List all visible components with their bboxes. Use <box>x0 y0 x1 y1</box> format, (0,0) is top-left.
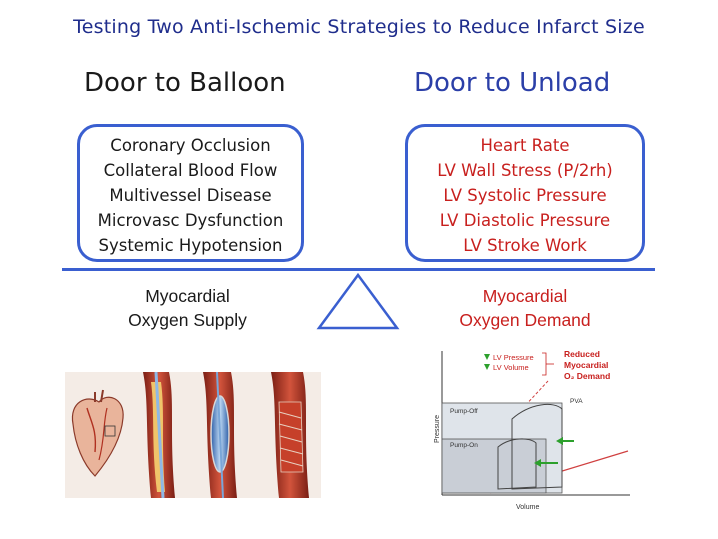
pv-x-axis-label: Volume <box>516 504 539 511</box>
artery-stent-stage <box>271 372 309 498</box>
pump-on-pva-area <box>441 438 547 494</box>
green-arrow-head-icon <box>556 437 563 445</box>
door-to-balloon-heading: Door to Balloon <box>84 68 286 98</box>
artery-balloon-stage <box>203 372 237 498</box>
supply-factors-box: Coronary Occlusion Collateral Blood Flow… <box>77 124 304 262</box>
supply-factor-item: Coronary Occlusion <box>110 136 271 155</box>
supply-label-line1: Myocardial <box>145 286 230 306</box>
legend-lv-pressure: LV Pressure <box>493 353 534 362</box>
artery-guidewire-stage <box>143 372 175 498</box>
oxygen-demand-label: Myocardial Oxygen Demand <box>430 284 620 332</box>
pressure-volume-loop-diagram: LV Pressure LV Volume Reduced Myocardial… <box>430 343 640 513</box>
supply-factor-item: Collateral Blood Flow <box>103 161 278 180</box>
supply-factor-item: Systemic Hypotension <box>98 236 283 255</box>
pva-label: PVA <box>570 398 583 405</box>
demand-factor-item: Heart Rate <box>480 136 570 155</box>
fulcrum-triangle <box>316 272 400 330</box>
reduced-label-line3: O₂ Demand <box>564 371 610 381</box>
demand-factors-box: Heart Rate LV Wall Stress (P/2rh) LV Sys… <box>405 124 645 262</box>
pump-on-label: Pump-On <box>450 442 478 449</box>
pv-loop-pump-off <box>511 403 563 490</box>
heart-icon <box>71 389 124 477</box>
door-to-unload-heading: Door to Unload <box>414 68 611 98</box>
demand-factor-item: LV Wall Stress (P/2rh) <box>437 161 613 180</box>
reduced-label-line1: Reduced <box>564 349 600 359</box>
supply-factor-item: Multivessel Disease <box>109 186 272 205</box>
demand-factor-item: LV Stroke Work <box>463 236 587 255</box>
page-title: Testing Two Anti-Ischemic Strategies to … <box>73 16 645 38</box>
down-arrow-icon <box>484 354 490 360</box>
balance-beam <box>62 268 655 271</box>
oxygen-supply-label: Myocardial Oxygen Supply <box>100 284 275 332</box>
demand-factor-item: LV Diastolic Pressure <box>439 211 611 230</box>
green-arrow-head-icon <box>534 459 541 467</box>
pv-y-axis-label: Pressure <box>434 415 441 443</box>
down-arrow-icon <box>484 364 490 370</box>
supply-factor-item: Microvasc Dysfunction <box>97 211 284 230</box>
demand-factor-item: LV Systolic Pressure <box>443 186 607 205</box>
pv-loop-pump-on <box>497 438 537 490</box>
angioplasty-illustration <box>65 372 321 498</box>
supply-label-line2: Oxygen Supply <box>128 310 247 330</box>
reduced-label-line2: Myocardial <box>564 360 608 370</box>
demand-label-line2: Oxygen Demand <box>459 310 591 330</box>
pump-off-label: Pump-Off <box>450 408 478 415</box>
legend-lv-volume: LV Volume <box>493 363 529 372</box>
demand-label-line1: Myocardial <box>482 286 568 306</box>
